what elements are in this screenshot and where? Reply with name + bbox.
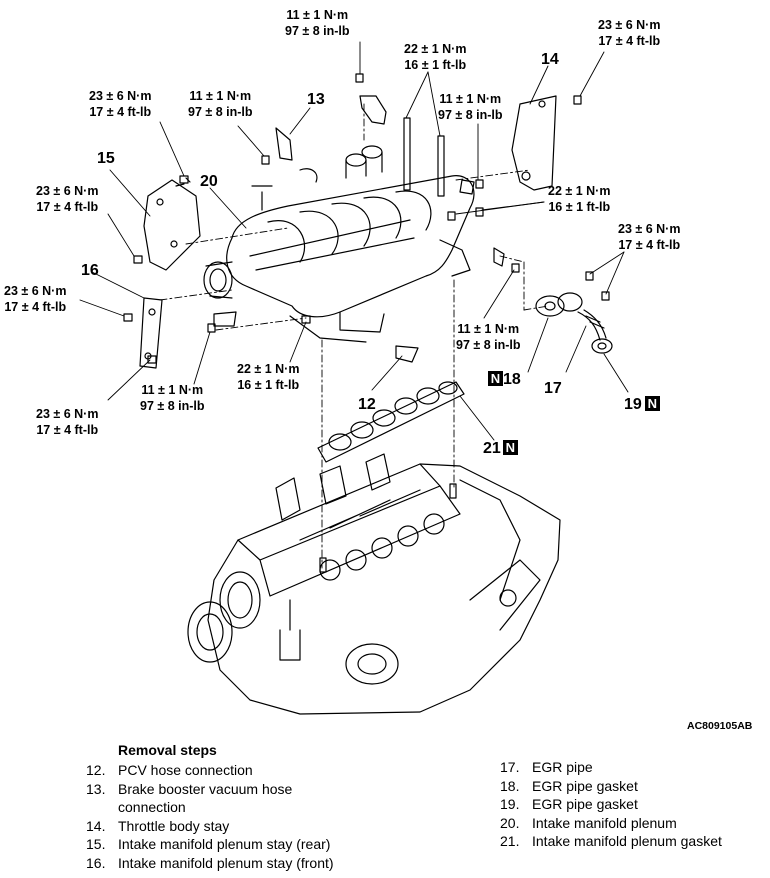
callout-12: 12 [358,396,376,413]
new-part-mark: N [502,440,518,455]
list-item: 19.EGR pipe gasket [500,796,638,812]
list-item: 17.EGR pipe [500,759,593,775]
list-item: 13.Brake booster vacuum hose connection [86,780,293,816]
exploded-view-illustration [79,41,629,715]
removal-steps-right: 17.EGR pipe 18.EGR pipe gasket 19.EGR pi… [500,758,762,851]
plenum-stay-front [139,297,163,369]
intake-manifold-plenum [203,145,475,343]
list-item: 21.Intake manifold plenum gasket [500,833,722,849]
new-part-mark: N [644,396,660,411]
list-item: 15.Intake manifold plenum stay (rear) [86,836,331,852]
figure-code: AC809105AB [687,720,753,732]
intake-manifold-plenum-gasket [317,381,465,463]
throttle-body-stay [511,95,557,191]
brackets [213,95,505,363]
engine-block [187,453,561,715]
callout-20: 20 [200,173,218,190]
list-item: 18.EGR pipe gasket [500,777,638,794]
callout-14: 14 [541,51,559,68]
callout-17: 17 [544,380,562,397]
alignment-lines [159,103,549,569]
egr-pipe-assembly [535,292,613,354]
list-item: 12.PCV hose connection [86,762,253,778]
bolts [123,73,610,573]
removal-steps-title: Removal steps [118,742,217,758]
list-item: 16.Intake manifold plenum stay (front) [86,854,334,871]
plenum-stay-rear [143,177,201,271]
list-item: 20.Intake manifold plenum [500,814,677,831]
list-item: 14.Throttle body stay [86,817,230,834]
removal-steps-left: 12.PCV hose connection 13.Brake booster … [86,761,348,872]
callout-13: 13 [307,91,325,108]
leader-lines [79,41,629,441]
callout-16: 16 [81,262,99,279]
callout-15: 15 [97,150,115,167]
new-part-mark: N [488,371,503,386]
